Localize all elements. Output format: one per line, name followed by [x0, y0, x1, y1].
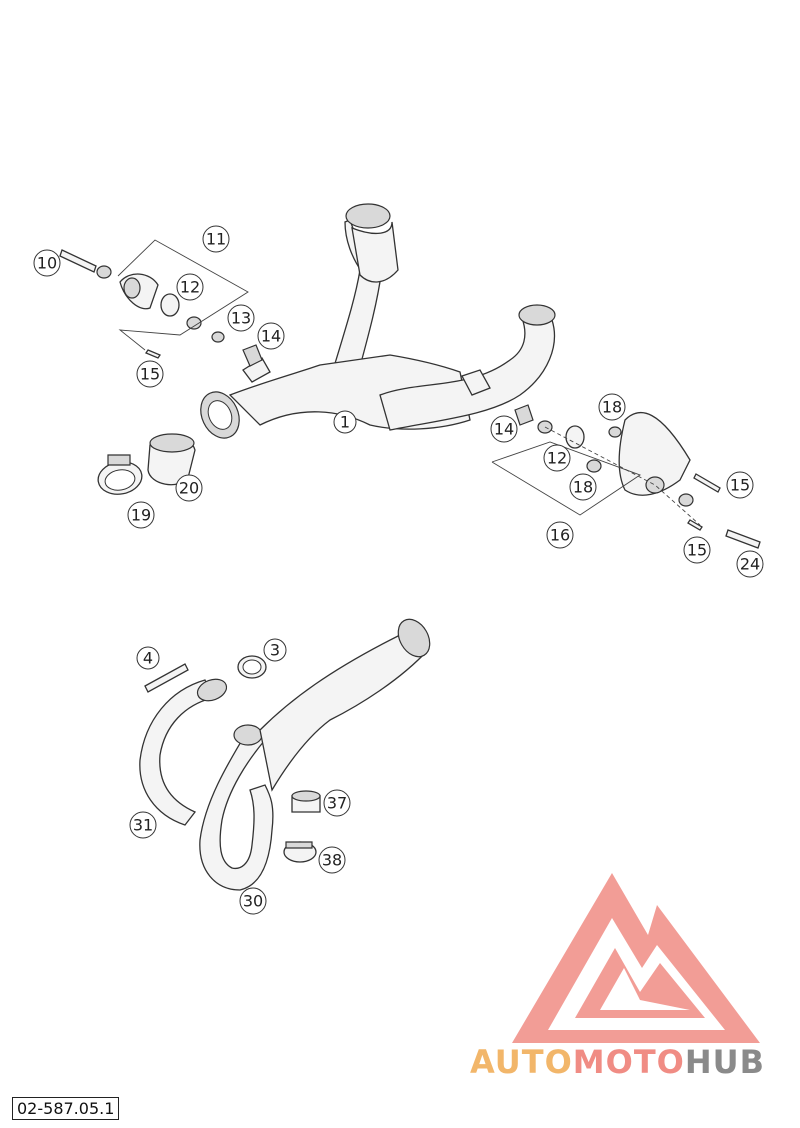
callout-15: 15: [136, 360, 164, 388]
callout-31: 31: [129, 811, 157, 839]
svg-text:37: 37: [327, 794, 347, 813]
svg-text:30: 30: [243, 892, 263, 911]
diagram-code-label: 02-587.05.1: [12, 1097, 120, 1120]
watermark-text: AUTOMOTOHUB: [470, 1043, 765, 1081]
callout-14: 14: [257, 322, 285, 350]
callout-10: 10: [33, 249, 61, 277]
svg-text:15: 15: [730, 476, 750, 495]
svg-text:18: 18: [602, 398, 622, 417]
right-mount-hardware: [491, 404, 761, 549]
callout-18: 18: [598, 393, 626, 421]
callout-16: 16: [546, 521, 574, 549]
callout-38: 38: [318, 846, 346, 874]
svg-text:12: 12: [180, 278, 200, 297]
svg-text:12: 12: [547, 449, 567, 468]
callout-13: 13: [227, 304, 255, 332]
callout-20: 20: [175, 474, 203, 502]
svg-text:13: 13: [231, 309, 251, 328]
left-mount-hardware: [59, 239, 263, 367]
svg-text:15: 15: [140, 365, 160, 384]
svg-text:18: 18: [573, 478, 593, 497]
callout-15-right: 15: [726, 471, 754, 499]
callout-1: 1: [333, 410, 357, 434]
svg-text:38: 38: [322, 851, 342, 870]
callout-15-lower: 15: [683, 536, 711, 564]
svg-text:16: 16: [550, 526, 570, 545]
callout-37: 37: [323, 789, 351, 817]
svg-text:20: 20: [179, 479, 199, 498]
svg-text:4: 4: [143, 649, 153, 668]
clamp-and-sleeve: [97, 433, 196, 495]
callout-24: 24: [736, 550, 764, 578]
svg-text:11: 11: [206, 230, 226, 249]
svg-text:3: 3: [270, 641, 280, 660]
svg-text:24: 24: [740, 555, 760, 574]
watermark-auto: AUTO: [470, 1043, 573, 1081]
header-pipes: [139, 618, 431, 891]
svg-text:15: 15: [687, 541, 707, 560]
watermark-hub: HUB: [684, 1043, 766, 1081]
callout-12-right: 12: [543, 444, 571, 472]
callout-4: 4: [136, 646, 160, 670]
svg-text:19: 19: [131, 506, 151, 525]
svg-text:14: 14: [494, 420, 514, 439]
callout-19: 19: [127, 501, 155, 529]
callout-3: 3: [263, 638, 287, 662]
callout-11: 11: [202, 225, 230, 253]
svg-text:31: 31: [133, 816, 153, 835]
svg-text:10: 10: [37, 254, 57, 273]
callout-30: 30: [239, 887, 267, 915]
callout-12: 12: [176, 273, 204, 301]
callout-14-right: 14: [490, 415, 518, 443]
callout-18-lower: 18: [569, 473, 597, 501]
manifold-y-pipe: [200, 203, 556, 439]
watermark-moto: MOTO: [572, 1043, 685, 1081]
svg-text:14: 14: [261, 327, 281, 346]
watermark-logo-mark: [512, 873, 760, 1043]
svg-text:1: 1: [340, 413, 350, 432]
